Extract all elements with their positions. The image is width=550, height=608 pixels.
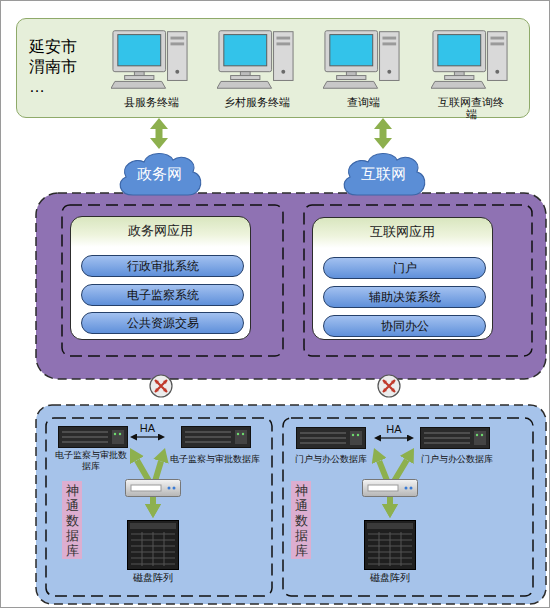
application-band: [36, 193, 546, 379]
node-label: 乡村服务终端: [212, 96, 302, 108]
node-label: 电子监察与审批数据库: [165, 454, 265, 465]
database-server: 门户与办公数据库: [288, 424, 374, 468]
app-panel: 政务网应用行政审批系统电子监察系统公共资源交易: [70, 216, 251, 340]
router-icon: [378, 375, 400, 397]
node-label: 磁盘阵列: [352, 572, 428, 584]
computer-icon: [323, 31, 399, 89]
connector-arrow: [380, 129, 387, 138]
computer-icon: [111, 31, 187, 89]
node-label: 查询端: [318, 96, 408, 108]
node-label: 辅助决策系统: [324, 287, 485, 307]
connector-arrow: [153, 461, 161, 504]
network-cloud: 互联网: [337, 149, 429, 199]
server-icon: [59, 427, 128, 448]
node-label: 政务网应用: [71, 222, 250, 240]
disk-array: 磁盘阵列: [115, 518, 191, 584]
node-label: 延安市 渭南市 …: [29, 37, 87, 97]
disk-array-icon: [365, 521, 416, 570]
db-product-tag: 神通数据库: [291, 481, 311, 559]
database-band: [36, 405, 546, 604]
database-server: 电子监察与审批数据库: [52, 424, 130, 474]
connector-arrow: [137, 460, 153, 504]
computer-icon: [431, 31, 507, 89]
system-pill: 公共资源交易: [81, 312, 244, 334]
node-label: 公共资源交易: [82, 313, 243, 333]
node-label: 门户与办公数据库: [414, 454, 500, 465]
app-panel: 互联网应用门户辅助决策系统协同办公: [312, 217, 493, 340]
computer-icon: [217, 31, 293, 89]
node-label: 县服务终端: [106, 96, 196, 108]
node-label: 神通数据库: [62, 481, 82, 558]
disk-array: 磁盘阵列: [352, 518, 428, 584]
disk-array-icon: [128, 521, 179, 570]
server-icon: [182, 427, 251, 448]
server-icon: [297, 428, 366, 449]
connector-arrow: [390, 460, 407, 504]
node-label: 电子监察系统: [82, 285, 243, 305]
terminal: 乡村服务终端: [212, 25, 302, 113]
node-label: 神通数据库: [291, 481, 311, 558]
system-pill: 电子监察系统: [81, 284, 244, 306]
node-label: 磁盘阵列: [115, 572, 191, 584]
system-pill: 行政审批系统: [81, 255, 244, 277]
region-band: 延安市 渭南市 … 县服务终端 乡村服务终端 查询端 互联网查询终端: [16, 18, 530, 118]
server-icon: [421, 428, 490, 449]
system-pill: 辅助决策系统: [323, 286, 486, 308]
terminal: 县服务终端: [106, 25, 196, 113]
switch-icon: [126, 480, 181, 497]
node-label: 门户与办公数据库: [288, 454, 374, 465]
dashed-group: [62, 205, 283, 356]
db-product-tag: 神通数据库: [62, 481, 82, 559]
connector-arrow: [156, 129, 163, 138]
node-label: 门户: [324, 258, 485, 278]
connector-arrow: [379, 461, 390, 504]
node-label: 互联网查询终端: [435, 96, 507, 120]
node-label: 互联网应用: [313, 223, 492, 241]
network-cloud: 政务网: [113, 149, 205, 199]
node-label: 协同办公: [324, 316, 485, 336]
dashed-group: [283, 418, 533, 596]
node-label: 电子监察与审批数据库: [52, 450, 130, 472]
switch-icon: [363, 480, 418, 497]
node-label: 政务网: [113, 164, 205, 184]
connector-arrow: [137, 436, 158, 437]
database-server: 电子监察与审批数据库: [165, 424, 265, 468]
database-server: 门户与办公数据库: [414, 424, 500, 468]
terminal: 查询端: [318, 25, 408, 113]
node-label: 行政审批系统: [82, 256, 243, 276]
system-pill: 门户: [323, 257, 486, 279]
system-pill: 协同办公: [323, 315, 486, 337]
node-label: 互联网: [337, 164, 429, 184]
dashed-group: [46, 418, 272, 596]
connector-arrow: [381, 437, 407, 438]
dashed-group: [304, 205, 532, 356]
router-icon: [150, 375, 172, 397]
terminal: 互联网查询终端: [426, 25, 516, 113]
